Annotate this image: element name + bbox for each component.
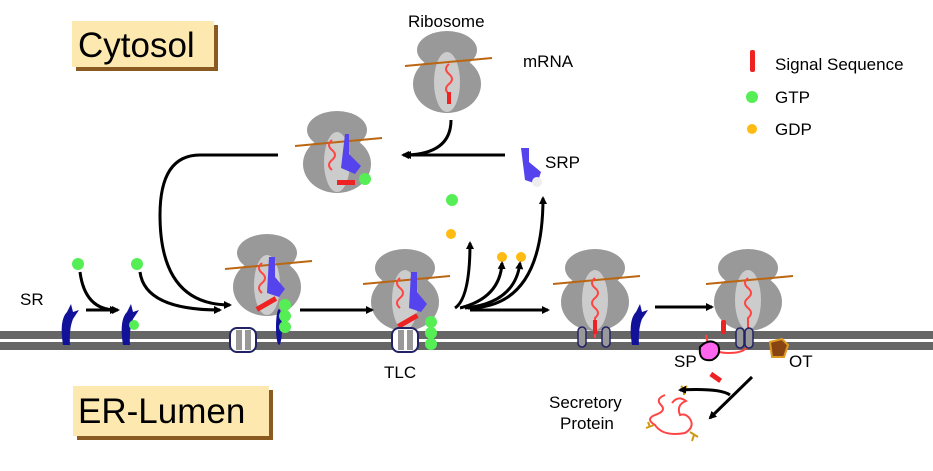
gtp-icon xyxy=(446,194,458,206)
protein-label: Protein xyxy=(560,414,614,433)
svg-text:ER-Lumen: ER-Lumen xyxy=(78,392,245,431)
mrna-label: mRNA xyxy=(523,52,574,71)
er-lumen-label: ER-Lumen xyxy=(73,386,273,440)
sr-receptor xyxy=(61,304,79,345)
svg-text:Cytosol: Cytosol xyxy=(78,26,195,65)
gdp-icon xyxy=(497,252,507,262)
ribosome-at-tlc xyxy=(362,248,451,350)
legend: Signal Sequence GTP GDP xyxy=(746,50,904,139)
srp-label: SRP xyxy=(545,153,580,172)
signal-sequence-legend-icon xyxy=(750,50,755,72)
svg-text:GDP: GDP xyxy=(775,120,812,139)
pathway-arrows xyxy=(78,119,754,420)
secretory-protein xyxy=(645,385,699,442)
gtp-icon xyxy=(72,258,84,270)
free-ribosome xyxy=(404,30,493,114)
cytosol-label: Cytosol xyxy=(72,21,218,71)
secretory-label: Secretory xyxy=(549,393,622,412)
ribosome-docking xyxy=(224,233,313,345)
ribosome-srp-complex xyxy=(294,110,383,194)
svg-text:Signal Sequence: Signal Sequence xyxy=(775,55,904,74)
sp-label: SP xyxy=(674,352,697,371)
gdp-icon xyxy=(516,252,526,262)
er-membrane xyxy=(0,331,933,350)
gdp-legend-icon xyxy=(747,124,757,134)
ribosome-label: Ribosome xyxy=(408,12,485,31)
cleaved-signal-sequence xyxy=(709,371,723,383)
gdp-icon xyxy=(446,229,456,239)
translocon-closed xyxy=(229,327,257,353)
ribosome-translocating xyxy=(552,248,641,348)
srp-particle xyxy=(521,148,542,187)
ot-label: OT xyxy=(789,352,813,371)
sr-label: SR xyxy=(20,290,44,309)
sr-receptor xyxy=(630,304,648,345)
translocon-tlc xyxy=(391,327,419,353)
tlc-label: TLC xyxy=(384,363,416,382)
gtp-icon xyxy=(131,258,143,270)
ribosome-processing xyxy=(705,248,794,355)
gtp-legend-icon xyxy=(746,91,758,103)
signal-peptidase xyxy=(698,340,721,362)
svg-text:GTP: GTP xyxy=(775,88,810,107)
oligosaccharyl-transferase xyxy=(768,337,790,358)
